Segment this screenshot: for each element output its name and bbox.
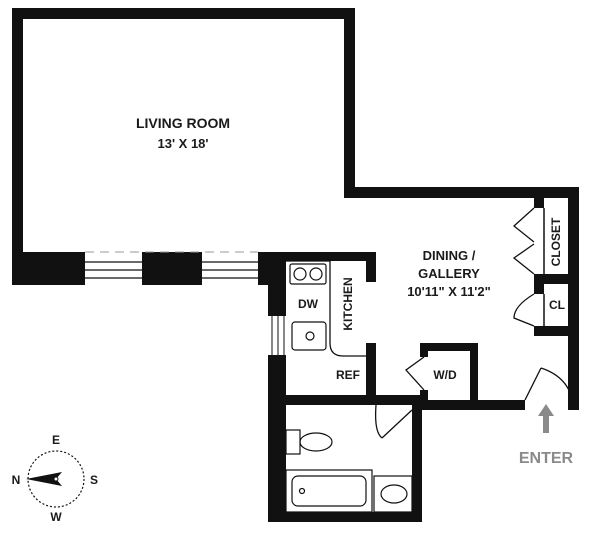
- compass-icon: [26, 450, 85, 508]
- compass-west: W: [50, 510, 62, 524]
- living-room-dimensions: 13' X 18': [158, 136, 209, 151]
- closet-label: CLOSET: [549, 217, 563, 266]
- dw-label: DW: [298, 297, 319, 311]
- compass-south: S: [90, 473, 98, 487]
- interior-walls: [258, 198, 579, 522]
- kitchen-window: [271, 316, 285, 355]
- bath-door: [374, 404, 413, 439]
- entry-door: [524, 367, 575, 411]
- cl-label: CL: [549, 298, 565, 312]
- dining-dimensions: 10'11" X 11'2": [407, 284, 491, 299]
- wd-label: W/D: [433, 368, 457, 382]
- sink-icon: [291, 321, 327, 351]
- bath-window: [271, 426, 279, 458]
- wd-door: [405, 356, 425, 391]
- enter-arrow-icon: [538, 404, 554, 433]
- stove-icon: [289, 263, 327, 285]
- ref-label: REF: [336, 368, 360, 382]
- bath-sink-icon: [373, 475, 413, 513]
- bathtub-icon: [285, 469, 373, 513]
- closet-doors: [512, 207, 535, 327]
- enter-label: ENTER: [519, 450, 574, 467]
- kitchen-label: KITCHEN: [341, 277, 355, 330]
- dining-label-line2: GALLERY: [418, 266, 480, 281]
- toilet-icon: [285, 429, 333, 455]
- dining-label-line1: DINING /: [423, 248, 476, 263]
- compass-east: E: [52, 433, 60, 447]
- kitchen-counter: [286, 260, 366, 357]
- living-room-walls: [12, 8, 579, 410]
- compass-north: N: [12, 473, 21, 487]
- living-room-windows: [85, 261, 258, 279]
- living-room-label: LIVING ROOM: [136, 115, 230, 131]
